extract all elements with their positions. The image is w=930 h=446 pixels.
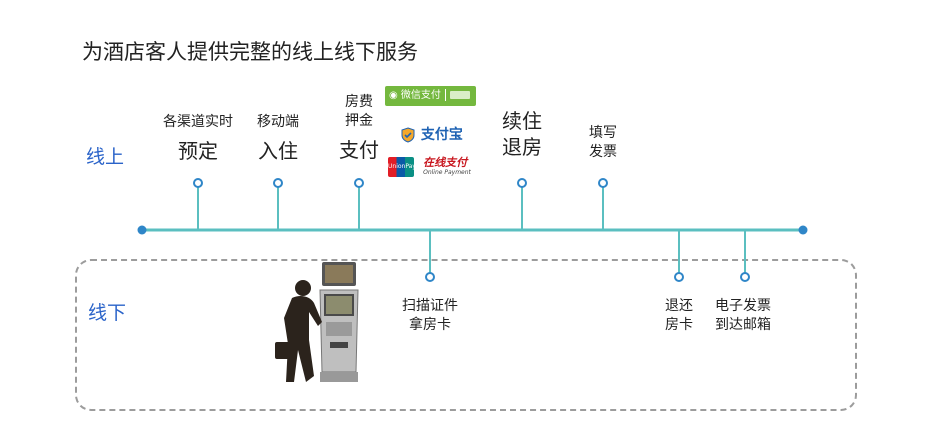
node-dot-scan-id <box>425 272 435 282</box>
alipay-shield-icon <box>401 127 415 143</box>
offline-label: 线下 <box>88 302 127 324</box>
node-invoice-line-2: 发票 <box>589 144 617 160</box>
wechat-pay-text: 微信支付 <box>400 90 441 101</box>
node-payment-small-2: 押金 <box>345 113 373 129</box>
node-return-card: 退还 房卡 <box>665 297 693 335</box>
unionpay-logo: UnionPay 银联 在线支付 Online Payment <box>388 157 471 177</box>
node-dot-booking <box>193 178 203 188</box>
node-scan-id-line-2: 拿房卡 <box>409 317 451 333</box>
page-title: 为酒店客人提供完整的线上线下服务 <box>82 40 418 64</box>
node-invoice: 填写 发票 <box>589 124 617 162</box>
timeline-stems-below <box>425 230 750 282</box>
unionpay-cn-text: 在线支付 <box>423 156 468 169</box>
node-checkin: 移动端 入住 <box>257 113 299 164</box>
node-e-invoice: 电子发票 到达邮箱 <box>715 297 771 335</box>
node-return-card-line-1: 退还 <box>665 298 693 314</box>
online-label: 线上 <box>86 146 125 168</box>
wechat-icon: ◉ <box>389 90 398 101</box>
timeline-end-dot <box>798 225 808 235</box>
node-scan-id: 扫描证件 拿房卡 <box>402 297 458 335</box>
offline-region <box>75 259 857 411</box>
timeline-stems-above <box>193 178 608 230</box>
node-dot-invoice <box>598 178 608 188</box>
node-dot-e-invoice <box>740 272 750 282</box>
node-dot-extend <box>517 178 527 188</box>
node-payment-big: 支付 <box>339 138 379 162</box>
node-invoice-line-1: 填写 <box>589 125 617 141</box>
node-extend-line-2: 退房 <box>502 135 542 159</box>
person-silhouette-icon <box>275 280 322 382</box>
node-dot-payment <box>354 178 364 188</box>
node-e-invoice-line-1: 电子发票 <box>715 298 771 314</box>
node-checkin-big: 入住 <box>258 139 298 163</box>
node-booking-small: 各渠道实时 <box>163 114 233 130</box>
node-scan-id-line-1: 扫描证件 <box>402 298 458 314</box>
node-checkin-small: 移动端 <box>257 114 299 130</box>
unionpay-badge-icon: UnionPay 银联 <box>388 157 430 177</box>
self-service-kiosk-icon <box>319 262 359 382</box>
node-dot-checkin <box>273 178 283 188</box>
node-extend: 续住 退房 <box>502 108 542 160</box>
node-dot-return-card <box>674 272 684 282</box>
node-booking-big: 预定 <box>178 139 218 163</box>
node-booking: 各渠道实时 预定 <box>163 113 233 164</box>
wechat-pay-logo: ◉ 微信支付 <box>385 86 476 106</box>
alipay-text: 支付宝 <box>420 127 463 143</box>
node-payment: 房费 押金 支付 <box>339 93 379 163</box>
node-e-invoice-line-2: 到达邮箱 <box>715 317 771 333</box>
timeline-start-dot <box>137 225 147 235</box>
alipay-logo: 支付宝 <box>400 124 463 144</box>
node-extend-line-1: 续住 <box>502 109 542 133</box>
node-payment-small-1: 房费 <box>345 94 373 110</box>
node-return-card-line-2: 房卡 <box>665 317 693 333</box>
unionpay-en-text: Online Payment <box>423 169 471 176</box>
